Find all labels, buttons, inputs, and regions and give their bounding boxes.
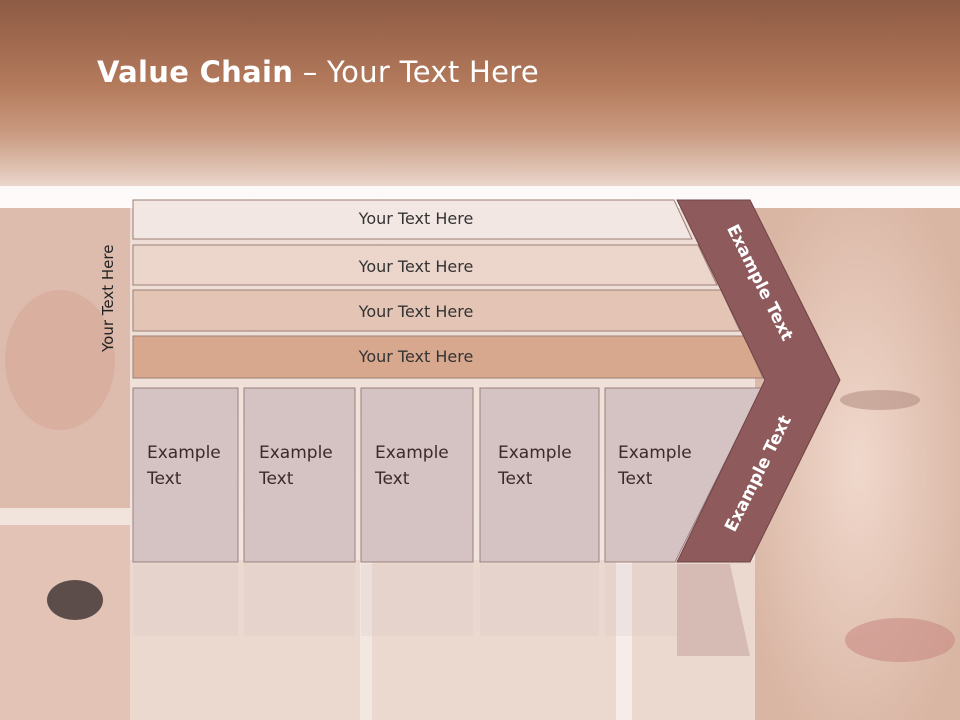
value-chain-row[interactable]: Your Text Here xyxy=(132,199,693,240)
box-line2: Text xyxy=(374,469,410,489)
row-label: Your Text Here xyxy=(358,302,474,321)
box-line1: Example xyxy=(375,443,449,463)
title-bold: Value Chain xyxy=(97,55,294,89)
example-box[interactable]: Example Text xyxy=(243,387,356,563)
value-chain-row[interactable]: Your Text Here xyxy=(132,289,741,332)
box-line2: Text xyxy=(617,469,653,489)
reflection xyxy=(133,564,750,656)
box-line2: Text xyxy=(258,469,294,489)
box-line2: Text xyxy=(497,469,533,489)
row-label: Your Text Here xyxy=(358,209,474,228)
header-band xyxy=(0,0,960,190)
box-line1: Example xyxy=(618,443,692,463)
value-chain-row[interactable]: Your Text Here xyxy=(132,335,764,379)
example-box[interactable]: Example Text xyxy=(479,387,600,563)
example-box[interactable]: Example Text xyxy=(132,387,239,563)
value-chain-row[interactable]: Your Text Here xyxy=(132,244,718,286)
box-line1: Example xyxy=(259,443,333,463)
row-label: Your Text Here xyxy=(358,257,474,276)
box-line2: Text xyxy=(146,469,182,489)
box-line1: Example xyxy=(147,443,221,463)
example-box[interactable]: Example Text xyxy=(360,387,474,563)
example-box[interactable]: Example Text xyxy=(604,387,763,563)
row-label: Your Text Here xyxy=(358,347,474,366)
box-line1: Example xyxy=(498,443,572,463)
slide-title[interactable]: Value Chain – Your Text Here xyxy=(97,55,539,89)
title-rest: – Your Text Here xyxy=(293,55,539,89)
